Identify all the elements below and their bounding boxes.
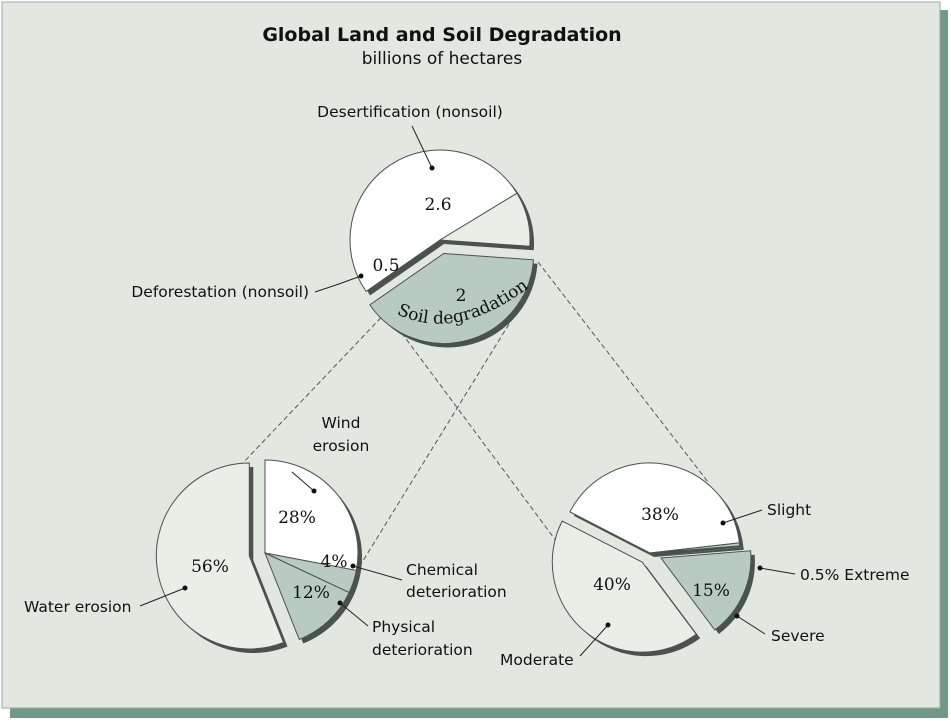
chart-title: Global Land and Soil Degradation [262, 24, 621, 46]
slice-deforestation [438, 192, 531, 247]
slice-severe [659, 550, 752, 631]
connector-line [537, 261, 709, 483]
frame-background [1, 1, 941, 709]
leader-dot [182, 585, 188, 591]
leader-line [411, 125, 433, 169]
label-water-erosion: Water erosion [24, 598, 132, 616]
leader-dot [605, 622, 611, 628]
slice-extreme [649, 542, 741, 554]
label-physical-line1: Physical [372, 618, 435, 636]
leader-line [314, 284, 337, 293]
leader-dot [757, 565, 763, 571]
label-slight: Slight [767, 501, 811, 519]
slice-water-erosion [155, 462, 285, 650]
slice-extreme-shadow [654, 546, 744, 557]
value-label-severe: 15% [692, 581, 730, 601]
leader-line [759, 567, 796, 575]
label-wind-erosion-line2: erosion [313, 437, 370, 455]
leader-line [722, 509, 763, 524]
leader-line [736, 615, 766, 635]
label-severe: Severe [771, 627, 825, 645]
leader-line [579, 624, 609, 657]
value-label-water-erosion: 56% [191, 557, 229, 577]
connector-line [344, 289, 531, 591]
leader-dot [734, 613, 740, 619]
chart-subtitle: billions of hectares [362, 49, 523, 69]
leader-dot [720, 520, 726, 526]
slice-desertification [349, 149, 518, 293]
leader-dot [358, 273, 364, 279]
leader-lines [139, 125, 796, 657]
value-label-soil-degradation: 2 [456, 286, 467, 306]
slice-soil-degradation [369, 252, 535, 344]
value-label-deforestation: 0.5 [372, 256, 399, 276]
value-label-wind-erosion: 28% [278, 508, 316, 528]
leader-line [139, 587, 186, 607]
slice-wind-erosion [264, 459, 359, 572]
leader-line [335, 275, 362, 286]
label-chemical-line1: Chemical [406, 561, 478, 579]
slice-moderate [551, 520, 697, 653]
leader-dot [311, 488, 317, 494]
value-label-physical: 12% [292, 583, 330, 603]
pie-soil-degradation-severity [551, 462, 755, 657]
label-moderate: Moderate [500, 651, 574, 669]
leader-dot [337, 600, 343, 606]
leader-dots [182, 165, 763, 628]
connector-line [239, 305, 393, 467]
value-label-moderate: 40% [593, 575, 631, 595]
slice-slight [569, 462, 740, 554]
label-extreme: 0.5% Extreme [800, 566, 910, 584]
leader-line [339, 602, 369, 627]
label-wind-erosion-line1: Wind [322, 414, 361, 432]
label-chemical-line2: deterioration [406, 583, 507, 601]
value-label-slight: 38% [641, 505, 679, 525]
pie-overview [349, 149, 538, 348]
leader-line [352, 565, 403, 581]
label-deforestation: Deforestation (nonsoil) [131, 283, 309, 301]
leader-dot [429, 165, 435, 171]
value-label-chemical: 4% [321, 552, 348, 572]
value-label-desertification: 2.6 [424, 195, 451, 215]
label-physical-line2: deterioration [372, 641, 473, 659]
slice-physical-deterioration [264, 552, 350, 641]
pie-soil-degradation-type [155, 459, 362, 653]
leader-dot [350, 563, 356, 569]
label-desertification: Desertification (nonsoil) [317, 103, 503, 121]
leader-line [291, 471, 315, 492]
